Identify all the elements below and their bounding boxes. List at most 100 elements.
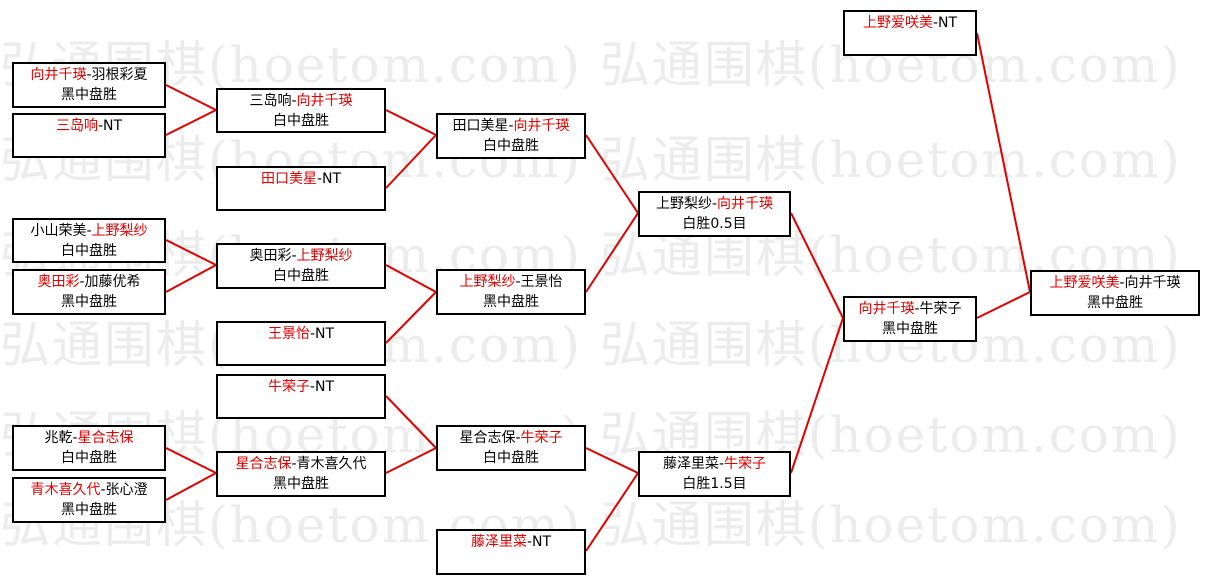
match-box-r2b: 奥田彩-上野梨纱白中盘胜 [216,243,386,289]
match-players: 上野梨纱-王景怡 [438,272,584,292]
match-players: 三岛响-向井千瑛 [218,91,384,111]
match-box-r3d: 藤泽里菜-NT [436,529,586,575]
match-result: 黑中盘胜 [1087,295,1143,311]
winner-name: 星合志保 [77,430,134,446]
winner-name: 向井千瑛 [296,93,353,109]
match-players: 奥田彩-上野梨纱 [218,246,384,266]
winner-name: 上野梨纱 [459,274,516,290]
match-box-r2a: 三岛响-向井千瑛白中盘胜 [216,88,386,133]
connector-line [165,109,217,136]
connector-line [585,472,639,552]
connector-line [976,32,1031,293]
match-result: 白胜1.5目 [682,476,747,492]
match-box-r1e: 奥田彩-加藤优希黑中盘胜 [12,269,166,315]
player-name: -NT [97,118,123,134]
match-box-r1h: 兆乾-星合志保白中盘胜 [12,425,166,471]
winner-name: 牛荣子 [520,430,563,446]
connector-line [385,395,437,449]
connector-line [385,109,437,136]
winner-name: 向井千瑛 [717,196,774,212]
player-name: 小山荣美- [30,223,92,239]
player-name: -NT [309,379,335,395]
match-result: 黑中盘胜 [61,294,117,310]
connector-line [976,291,1031,319]
player-name: 兆乾- [44,430,78,446]
player-name: -NT [932,15,958,31]
connector-line [385,291,437,344]
match-box-r4a: 上野梨纱-向井千瑛白胜0.5目 [638,191,791,237]
player-name: 三岛响- [249,93,297,109]
player-name: -王景怡 [515,274,563,290]
match-box-r1g: 牛荣子-NT [216,374,386,419]
connector-line [165,84,217,111]
match-players: 向井千瑛-羽根彩夏 [14,65,164,85]
watermark-row: 弘通围棋(hoetom.com) 弘通围棋(hoetom.com) [0,320,1182,370]
winner-name: 向井千瑛 [30,67,87,83]
connector-line [385,447,437,474]
match-box-r5a: 向井千瑛-牛荣子黑中盘胜 [843,296,977,342]
winner-name: 牛荣子 [267,379,310,395]
connector-line [165,447,217,474]
match-box-r1a: 向井千瑛-羽根彩夏黑中盘胜 [12,62,166,108]
match-result: 白中盘胜 [483,450,539,466]
player-name: -牛荣子 [914,301,962,317]
match-result: 黑中盘胜 [61,87,117,103]
match-players: 星合志保-青木喜久代 [218,454,384,474]
winner-name: 上野爱咲美 [1049,275,1120,291]
player-name: -青木喜久代 [291,456,367,472]
player-name: -向井千瑛 [1119,275,1181,291]
match-result: 黑中盘胜 [483,294,539,310]
connector-line [385,264,437,293]
connector-line [790,317,844,474]
match-players: 上野爱咲美-向井千瑛 [1032,273,1198,293]
match-result: 白胜0.5目 [682,216,747,232]
match-result: 黑中盘胜 [273,476,329,492]
match-box-r3b: 上野梨纱-王景怡黑中盘胜 [436,269,586,315]
match-players: 藤泽里菜-NT [438,532,584,552]
winner-name: 王景怡 [267,326,310,342]
match-players: 藤泽里菜-牛荣子 [640,454,789,474]
player-name: -NT [316,171,342,187]
player-name: -NT [309,326,335,342]
match-players: 牛荣子-NT [218,377,384,397]
match-players: 奥田彩-加藤优希 [14,272,164,292]
match-players: 田口美星-向井千瑛 [438,116,584,136]
match-result: 白中盘胜 [61,450,117,466]
connector-line [585,447,639,474]
connector-line [165,239,217,266]
connector-line [790,212,844,319]
winner-name: 向井千瑛 [858,301,915,317]
match-result: 白中盘胜 [273,113,329,129]
winner-name: 上野梨纱 [91,223,148,239]
match-box-r3a: 田口美星-向井千瑛白中盘胜 [436,113,586,159]
winner-name: 上野梨纱 [296,248,353,264]
match-box-r2c: 星合志保-青木喜久代黑中盘胜 [216,451,386,497]
connector-line [165,264,217,293]
match-players: 上野梨纱-向井千瑛 [640,194,789,214]
match-result: 白中盘胜 [273,268,329,284]
winner-name: 奥田彩 [37,274,80,290]
match-box-r1c: 田口美星-NT [216,166,386,211]
match-players: 兆乾-星合志保 [14,428,164,448]
match-players: 向井千瑛-牛荣子 [845,299,975,319]
winner-name: 牛荣子 [724,456,767,472]
match-result: 白中盘胜 [61,243,117,259]
match-players: 星合志保-牛荣子 [438,428,584,448]
winner-name: 三岛响 [55,118,98,134]
winner-name: 上野爱咲美 [862,15,933,31]
match-players: 三岛响-NT [14,116,164,136]
watermark-row: 弘通围棋(hoetom.com) 弘通围棋(hoetom.com) [0,410,1182,460]
watermark-row: 弘通围棋(hoetom.com) 弘通围棋(hoetom.com) [0,500,1182,550]
winner-name: 藤泽里菜 [470,534,527,550]
connector-line [585,212,639,293]
winner-name: 田口美星 [260,171,317,187]
match-box-r4b: 藤泽里菜-牛荣子白胜1.5目 [638,451,791,497]
player-name: 星合志保- [459,430,521,446]
match-box-r3c: 星合志保-牛荣子白中盘胜 [436,425,586,471]
connector-line [585,134,639,214]
match-result: 白中盘胜 [483,138,539,154]
winner-name: 星合志保 [235,456,292,472]
match-players: 王景怡-NT [218,324,384,344]
winner-name: 向井千瑛 [513,118,570,134]
